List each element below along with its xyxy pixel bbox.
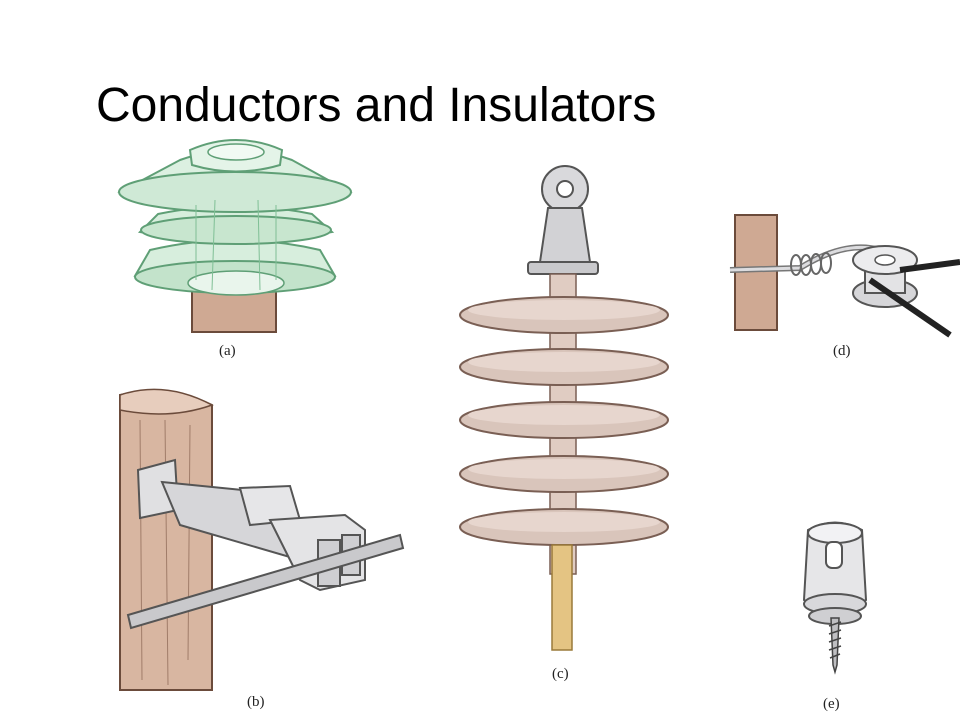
- slide-title: Conductors and Insulators: [96, 79, 657, 132]
- caption-c: (c): [552, 666, 569, 682]
- suspension-insulator-illustration: [459, 165, 669, 651]
- post-insulator-on-pole-illustration: [119, 388, 405, 691]
- caption-e: (e): [823, 696, 840, 712]
- caption-b: (b): [247, 694, 265, 710]
- caption-a: (a): [219, 343, 236, 359]
- glass-pin-insulator-illustration: [117, 139, 353, 333]
- spool-insulator-illustration: [729, 214, 960, 338]
- caption-d: (d): [833, 343, 851, 359]
- knob-insulator-illustration: [802, 521, 868, 675]
